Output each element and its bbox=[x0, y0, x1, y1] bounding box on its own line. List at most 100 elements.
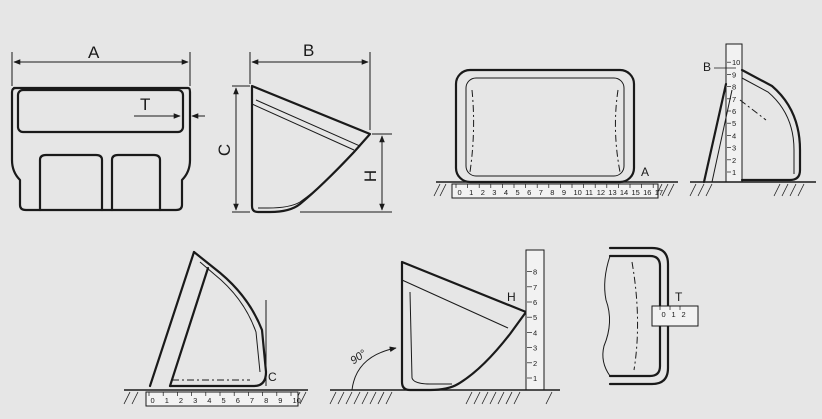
ruler-a-tick-label: 17 bbox=[655, 188, 663, 197]
ruler-a-tick-label: 10 bbox=[574, 188, 582, 197]
ruler-b-ticks: 1 2 3 4 5 6 7 8 9 10 bbox=[727, 58, 740, 177]
measure-b-bucket-outline bbox=[740, 68, 802, 182]
front-view-figure: A T bbox=[10, 43, 205, 212]
ground-hatch-mark bbox=[385, 391, 393, 405]
front-view-left-foot bbox=[38, 153, 104, 212]
ruler-c bbox=[145, 391, 299, 407]
ruler-h-tick-label: 7 bbox=[533, 283, 537, 292]
ruler-b-tick-label: 7 bbox=[732, 95, 736, 104]
right-angle-arc bbox=[351, 346, 397, 391]
ruler-a-tick-label: 5 bbox=[516, 188, 520, 197]
ruler-c-tick-label: 1 bbox=[165, 396, 169, 405]
ruler-a-reading-label: A bbox=[641, 165, 649, 179]
ruler-c-tick-label: 10 bbox=[293, 396, 301, 405]
ground-hatch-mark bbox=[353, 391, 361, 405]
ruler-c-tick-label: 3 bbox=[193, 396, 197, 405]
ground-hatch-mark bbox=[489, 391, 497, 405]
ruler-b-tick-label: 6 bbox=[732, 107, 736, 116]
ruler-a-tick-label: 3 bbox=[492, 188, 496, 197]
ruler-t-tick-label: 1 bbox=[672, 310, 676, 319]
ruler-c-reading-label: C bbox=[268, 370, 277, 384]
ruler-a-tick-label: 7 bbox=[539, 188, 543, 197]
ruler-b-tick-label: 5 bbox=[732, 119, 736, 128]
ground-hatch-mark bbox=[465, 391, 473, 405]
ruler-c-tick-label: 8 bbox=[264, 396, 268, 405]
dimension-a-label: A bbox=[88, 43, 100, 62]
measure-b-figure: 1 2 3 4 5 6 7 8 9 10 B bbox=[689, 43, 816, 197]
ruler-b-tick-label: 8 bbox=[732, 83, 736, 92]
ground-hatch-mark bbox=[369, 391, 377, 405]
dimension-h-label: H bbox=[361, 170, 380, 182]
ruler-a-tick-label: 2 bbox=[481, 188, 485, 197]
ground-hatch-mark bbox=[377, 391, 385, 405]
ruler-c-tick-label: 4 bbox=[207, 396, 211, 405]
measure-a-bucket-inner bbox=[465, 77, 625, 177]
ruler-a-tick-label: 14 bbox=[620, 188, 628, 197]
ruler-a-tick-label: 6 bbox=[527, 188, 531, 197]
ruler-b-tick-label: 2 bbox=[732, 156, 736, 165]
ground-hatch-mark bbox=[505, 391, 513, 405]
ground-hatch-mark bbox=[481, 391, 489, 405]
ruler-t bbox=[651, 305, 699, 327]
ruler-h-tick-label: 1 bbox=[533, 374, 537, 383]
ground-hatch-mark bbox=[337, 391, 345, 405]
ruler-a-tick-label: 1 bbox=[469, 188, 473, 197]
measure-c-bucket-outline bbox=[168, 250, 268, 388]
ruler-c-tick-label: 9 bbox=[278, 396, 282, 405]
ruler-c-tick-label: 5 bbox=[222, 396, 226, 405]
ruler-h-tick-label: 6 bbox=[533, 298, 537, 307]
hatch-b bbox=[689, 183, 805, 197]
ruler-h-ticks: 1 2 3 4 5 6 7 8 bbox=[527, 268, 537, 383]
ground-hatch-mark bbox=[329, 391, 337, 405]
dimension-t-label: T bbox=[140, 95, 150, 114]
ruler-h-tick-label: 8 bbox=[533, 268, 537, 277]
ground-hatch-mark bbox=[361, 391, 369, 405]
hatch-h bbox=[329, 391, 553, 405]
ground-hatch-mark bbox=[513, 391, 521, 405]
side-view-inner-line bbox=[255, 99, 361, 209]
ruler-t-tick-label: 0 bbox=[662, 310, 666, 319]
ruler-b-tick-label: 1 bbox=[732, 168, 736, 177]
ruler-a-tick-label: 12 bbox=[597, 188, 605, 197]
measure-a-bucket-outer bbox=[454, 68, 636, 184]
ruler-b-tick-label: 9 bbox=[732, 70, 736, 79]
ruler-h-tick-label: 5 bbox=[533, 313, 537, 322]
dimension-b-label: B bbox=[303, 41, 314, 60]
ruler-a-tick-label: 9 bbox=[562, 188, 566, 197]
ruler-c-tick-label: 0 bbox=[151, 396, 155, 405]
ruler-b-tick-label: 4 bbox=[732, 131, 736, 140]
ground-hatch-mark bbox=[497, 391, 505, 405]
ruler-a-tick-label: 16 bbox=[643, 188, 651, 197]
ruler-b-tick-label: 3 bbox=[732, 144, 736, 153]
ruler-b-tick-label: 10 bbox=[732, 58, 740, 67]
ruler-t-tick-label: 2 bbox=[682, 310, 686, 319]
ground-hatch-mark bbox=[545, 391, 553, 405]
ruler-a-tick-label: 4 bbox=[504, 188, 508, 197]
ruler-c-tick-label: 7 bbox=[250, 396, 254, 405]
ruler-a-tick-label: 15 bbox=[632, 188, 640, 197]
ruler-a-tick-label: 0 bbox=[458, 188, 462, 197]
measure-c-figure: C 0 1 2 3 4 5 6 7 8 9 10 bbox=[123, 250, 308, 407]
ruler-t-reading-label: T bbox=[675, 290, 683, 304]
front-view-rim bbox=[16, 88, 185, 134]
ruler-c-ticks: 0 1 2 3 4 5 6 7 8 9 10 bbox=[148, 392, 301, 405]
ruler-a-tick-label: 8 bbox=[550, 188, 554, 197]
side-view-figure: B C H bbox=[215, 41, 392, 214]
ruler-b-reading-label: B bbox=[703, 60, 711, 74]
ruler-h-tick-label: 4 bbox=[533, 328, 537, 337]
ruler-c-tick-label: 2 bbox=[179, 396, 183, 405]
measure-h-bucket-outline bbox=[400, 260, 528, 392]
ruler-h-tick-label: 3 bbox=[533, 344, 537, 353]
ruler-h-tick-label: 2 bbox=[533, 359, 537, 368]
ruler-a-tick-label: 13 bbox=[608, 188, 616, 197]
front-view-right-foot bbox=[110, 153, 162, 212]
ruler-c-tick-label: 6 bbox=[236, 396, 240, 405]
ruler-h-reading-label: H bbox=[507, 290, 516, 304]
hatch-a bbox=[433, 183, 675, 197]
